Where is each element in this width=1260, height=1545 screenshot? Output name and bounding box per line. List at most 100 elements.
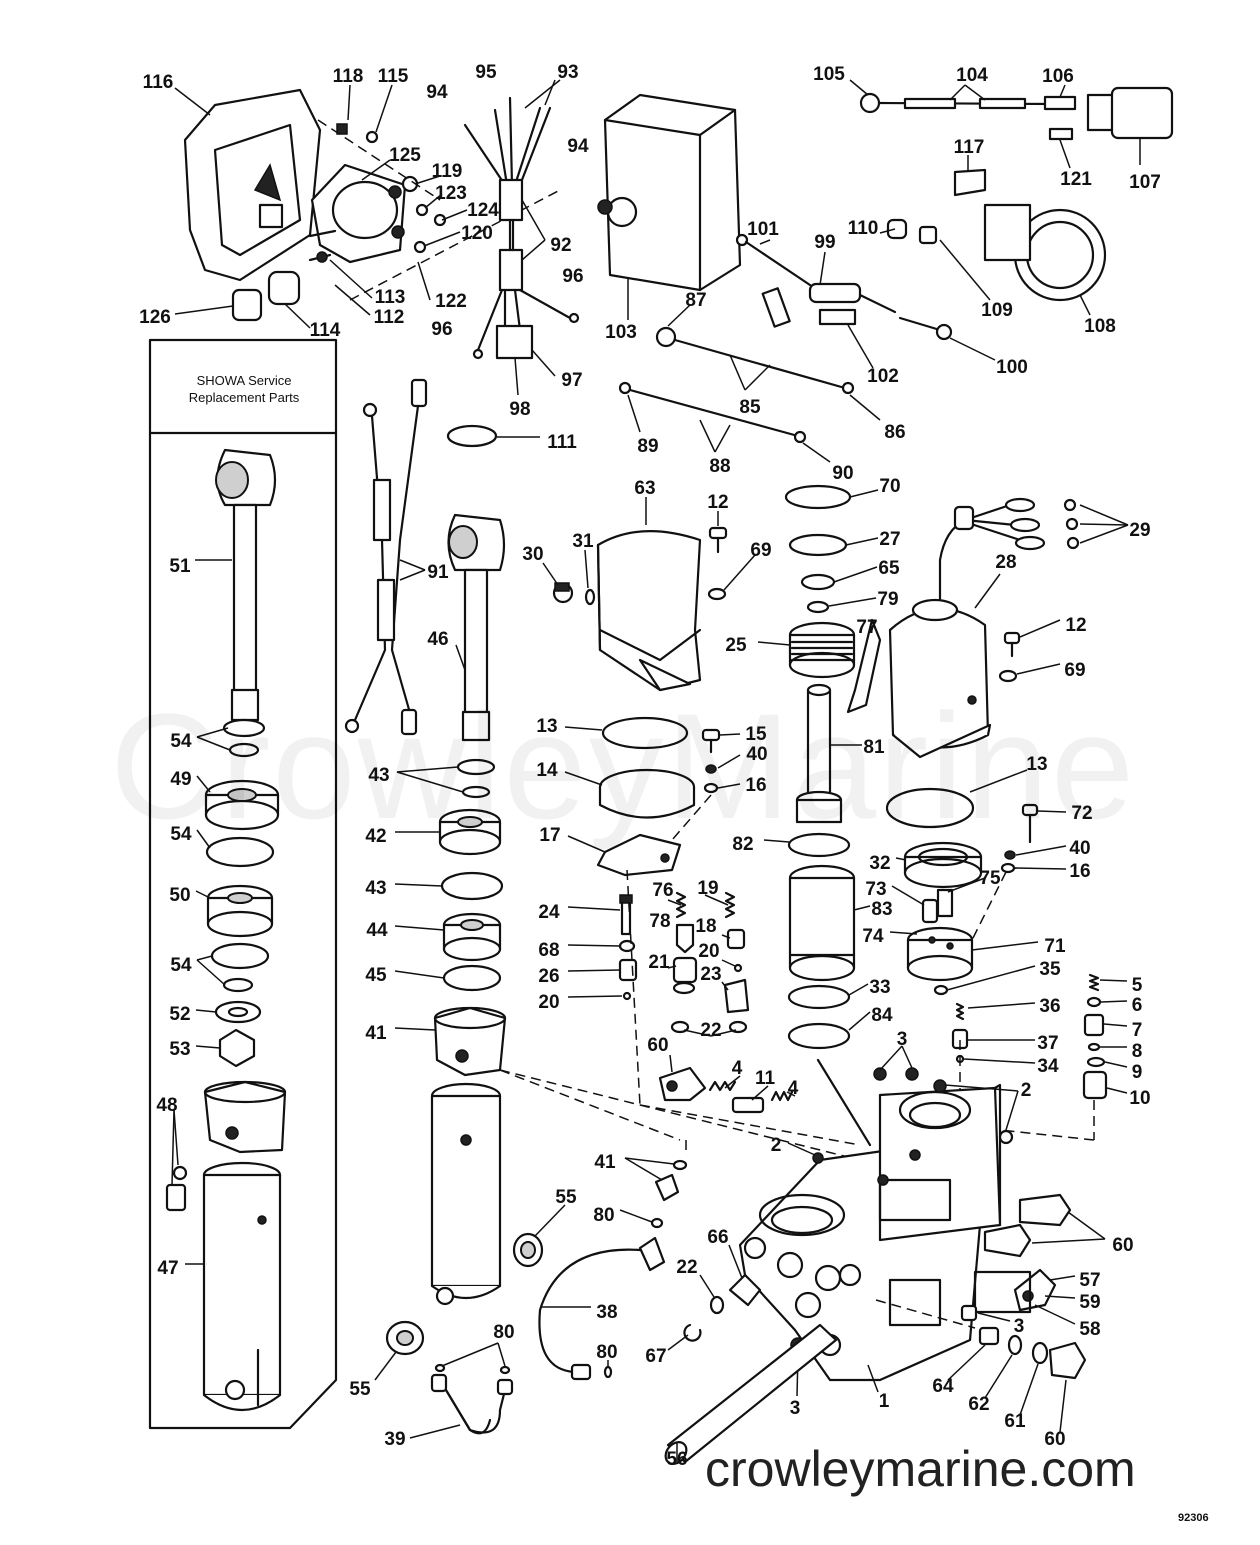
callout-24: 24 — [538, 902, 560, 923]
callout-124: 124 — [467, 200, 499, 221]
callout-53: 53 — [169, 1039, 190, 1060]
callout-80: 80 — [593, 1205, 614, 1226]
callout-74: 74 — [862, 926, 884, 947]
callout-43: 43 — [368, 765, 389, 786]
ground-cables — [618, 304, 881, 463]
callout-51: 51 — [169, 556, 191, 577]
callout-93: 93 — [557, 62, 578, 83]
callout-22: 22 — [676, 1257, 697, 1278]
callout-84: 84 — [871, 1005, 893, 1026]
callout-101: 101 — [747, 219, 779, 240]
callout-65: 65 — [878, 558, 900, 579]
tilt-cylinder-assembly — [430, 513, 507, 1306]
callout-19: 19 — [697, 878, 718, 899]
callout-20: 20 — [698, 941, 719, 962]
callout-54: 54 — [170, 731, 192, 752]
callout-97: 97 — [561, 370, 582, 391]
showa-inset-frame — [148, 338, 338, 1430]
callout-14: 14 — [536, 760, 558, 781]
callout-36: 36 — [1039, 996, 1060, 1017]
callout-9: 9 — [1132, 1062, 1143, 1083]
callout-71: 71 — [1044, 936, 1066, 957]
callout-79: 79 — [877, 589, 898, 610]
callout-66: 66 — [707, 1227, 728, 1248]
callout-23: 23 — [700, 964, 721, 985]
callout-64: 64 — [932, 1376, 954, 1397]
screw-12-69-right — [998, 619, 1061, 683]
manifold-32-71 — [889, 841, 1039, 996]
callout-35: 35 — [1039, 959, 1061, 980]
callout-56: 56 — [666, 1449, 687, 1470]
callout-98: 98 — [509, 399, 530, 420]
callout-59: 59 — [1079, 1292, 1100, 1313]
callout-110: 110 — [848, 218, 879, 239]
callout-3: 3 — [897, 1029, 908, 1050]
sender-cable — [735, 233, 996, 369]
callout-13: 13 — [1026, 754, 1047, 775]
callout-116: 116 — [143, 72, 174, 93]
callout-72: 72 — [1071, 803, 1092, 824]
callout-82: 82 — [732, 834, 753, 855]
figure-number: 92306 — [1178, 1512, 1209, 1524]
callout-25: 25 — [725, 635, 747, 656]
terminal-housing — [183, 88, 322, 282]
callout-18: 18 — [695, 916, 716, 937]
solenoid — [310, 163, 407, 264]
callout-89: 89 — [637, 436, 658, 457]
callout-67: 67 — [645, 1346, 666, 1367]
valve-column-36-37-34 — [951, 1002, 1036, 1064]
callout-61: 61 — [1004, 1411, 1026, 1432]
callout-69: 69 — [1064, 660, 1085, 681]
callout-91: 91 — [427, 562, 449, 583]
relay-cover — [597, 93, 742, 320]
callout-26: 26 — [538, 966, 559, 987]
callout-44: 44 — [366, 920, 388, 941]
callout-1: 1 — [879, 1391, 890, 1412]
callout-16: 16 — [745, 775, 766, 796]
inset-title: SHOWA Service Replacement Parts — [188, 373, 300, 405]
callout-106: 106 — [1042, 66, 1074, 87]
callout-12: 12 — [707, 492, 728, 513]
callout-37: 37 — [1037, 1033, 1058, 1054]
callout-31: 31 — [572, 531, 594, 552]
callout-17: 17 — [539, 825, 560, 846]
callout-99: 99 — [814, 232, 835, 253]
callout-126: 126 — [139, 307, 171, 328]
site-url: crowleymarine.com — [705, 1441, 1136, 1497]
callout-121: 121 — [1060, 169, 1092, 190]
leader-lines-top-left — [174, 84, 561, 329]
callout-73: 73 — [865, 879, 886, 900]
callout-39: 39 — [384, 1429, 405, 1450]
callout-27: 27 — [879, 529, 900, 550]
callout-88: 88 — [709, 456, 730, 477]
callout-120: 120 — [461, 223, 493, 244]
valve-60-4-11 — [658, 1054, 796, 1114]
callout-22: 22 — [700, 1020, 721, 1041]
callout-20: 20 — [538, 992, 559, 1013]
seal-13-right — [885, 769, 1028, 829]
callout-10: 10 — [1129, 1088, 1150, 1109]
pump-motor-28 — [888, 497, 1129, 759]
callout-29: 29 — [1129, 520, 1150, 541]
screws-72-40-16 — [1000, 803, 1067, 874]
callout-118: 118 — [333, 66, 364, 87]
callout-49: 49 — [170, 769, 191, 790]
callout-55: 55 — [349, 1379, 371, 1400]
callout-92: 92 — [550, 235, 571, 256]
callout-41: 41 — [594, 1152, 616, 1173]
callout-81: 81 — [863, 737, 885, 758]
plugs-60-57-59-58 — [973, 1193, 1106, 1325]
inset-leaders — [171, 559, 232, 1265]
callout-4: 4 — [788, 1078, 799, 1099]
battery-cables — [344, 378, 428, 736]
callout-42: 42 — [365, 826, 386, 847]
callout-119: 119 — [432, 161, 463, 182]
callout-8: 8 — [1132, 1041, 1143, 1062]
callout-122: 122 — [435, 291, 467, 312]
pump-center-stack — [757, 484, 882, 1147]
small-screws-top-left — [308, 123, 447, 263]
callout-28: 28 — [995, 552, 1016, 573]
pump-body-1 — [738, 1040, 1019, 1393]
callout-115: 115 — [378, 66, 409, 87]
